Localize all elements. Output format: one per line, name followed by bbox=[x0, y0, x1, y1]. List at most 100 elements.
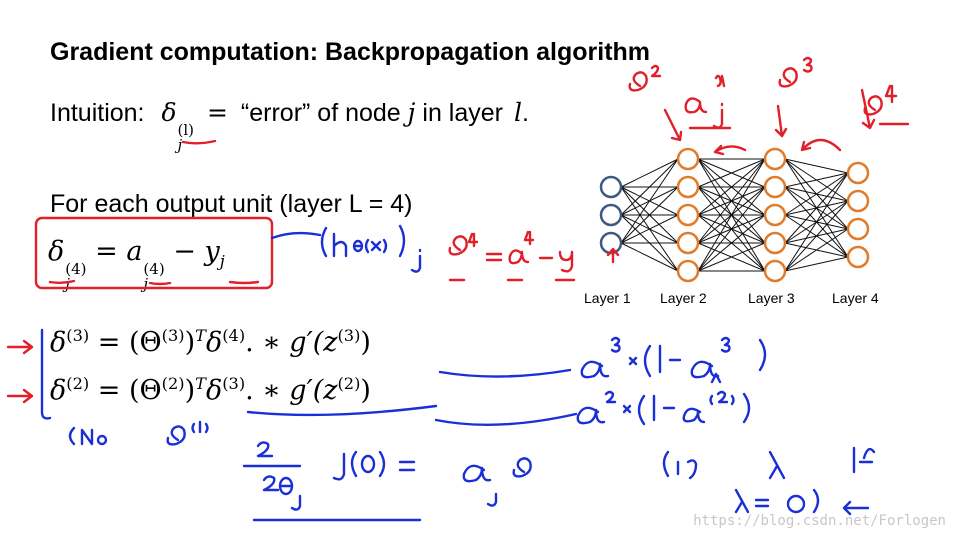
delta-symbol: δ bbox=[161, 98, 177, 127]
blue-a-l bbox=[462, 464, 492, 483]
blue-theta bbox=[352, 239, 364, 253]
network-node-layer-2 bbox=[676, 259, 700, 283]
red-underline-delta bbox=[181, 139, 217, 145]
blue-link-line-2 bbox=[438, 368, 572, 378]
blue-ignore-text bbox=[662, 450, 698, 480]
network-edge bbox=[620, 158, 679, 244]
layer-label-2: Layer 2 bbox=[660, 290, 707, 306]
network-edge bbox=[697, 186, 766, 272]
eq2-paren: ) bbox=[184, 327, 196, 358]
red-ink bbox=[6, 56, 910, 404]
network-node-layer-4 bbox=[846, 161, 870, 185]
blue-superscript-1 bbox=[191, 420, 209, 434]
blue-paren-close bbox=[398, 224, 406, 258]
blue-sup-2b bbox=[709, 390, 735, 406]
network-edge bbox=[620, 158, 679, 216]
error-quote: “error” bbox=[240, 99, 311, 127]
equation-delta-2: δ(2) = (Θ(2))Tδ(3). ∗ g′(z(2)) bbox=[50, 374, 371, 406]
red-sup-4b bbox=[523, 230, 535, 246]
blue-link-line bbox=[270, 231, 322, 240]
blue-bracket bbox=[40, 328, 52, 420]
network-node-layer-1 bbox=[599, 203, 623, 227]
red-delta-eq bbox=[448, 235, 468, 256]
network-node-layer-3 bbox=[763, 147, 787, 171]
network-node-layer-4 bbox=[846, 217, 870, 241]
network-edge bbox=[784, 228, 849, 272]
blue-1-minus bbox=[643, 344, 682, 378]
blue-zero bbox=[786, 494, 806, 514]
eq1-y: y bbox=[204, 236, 220, 267]
red-y bbox=[558, 250, 574, 273]
eq3-sup4: (3) bbox=[222, 374, 246, 393]
blue-paren-close-a3 bbox=[758, 338, 767, 372]
eq2-transpose: T bbox=[195, 326, 206, 345]
eq2-sup1: (3) bbox=[66, 326, 90, 345]
network-node-layer-2 bbox=[676, 203, 700, 227]
eq2-sup2: (3) bbox=[161, 326, 185, 345]
eq2-theta: = (Θ bbox=[89, 327, 162, 358]
slide-title: Gradient computation: Backpropagation al… bbox=[50, 38, 651, 66]
eq1-delta: δ bbox=[48, 236, 65, 267]
network-node-layer-3 bbox=[763, 231, 787, 255]
eq2-sup4: (4) bbox=[222, 326, 246, 345]
eq3-paren: ) bbox=[184, 375, 196, 406]
red-a-letter bbox=[684, 97, 708, 114]
eq1-a: a bbox=[126, 236, 143, 267]
eq3-delta: δ bbox=[50, 375, 67, 406]
eq3-transpose: T bbox=[195, 374, 206, 393]
for-each-output-text: For each output unit (layer L = 4) bbox=[50, 190, 413, 218]
blue-1-minus-2 bbox=[637, 394, 676, 426]
blue-arrow-left bbox=[842, 500, 870, 516]
blue-paren-close-final bbox=[812, 488, 820, 514]
delta-superscript: (l) bbox=[177, 121, 195, 139]
blue-sub-ij bbox=[290, 494, 302, 511]
eq3-sup5: (2) bbox=[337, 374, 361, 393]
network-edge bbox=[620, 186, 679, 244]
red-sup-4a bbox=[467, 232, 479, 248]
eq3-sup1: (2) bbox=[66, 374, 90, 393]
eq2-delta-next: δ bbox=[205, 327, 223, 358]
eq3-elementwise: . ∗ bbox=[245, 375, 290, 406]
red-arrow-eq3 bbox=[6, 388, 34, 404]
network-nodes bbox=[599, 147, 870, 283]
blue-sub-j bbox=[486, 492, 498, 507]
network-edge bbox=[784, 172, 849, 244]
blue-subscript-j bbox=[410, 248, 422, 273]
eq2-close: ) bbox=[360, 327, 371, 358]
red-box-output-equation bbox=[34, 216, 274, 290]
blue-equals-2 bbox=[398, 460, 416, 472]
red-arrow-layer3 bbox=[774, 104, 788, 138]
watermark: https://blog.csdn.net/Forlogen bbox=[693, 513, 946, 529]
blue-times bbox=[628, 356, 638, 366]
blue-x-paren bbox=[364, 238, 388, 254]
network-edge bbox=[784, 172, 849, 216]
blue-delta-i bbox=[512, 457, 532, 478]
red-curve-arrow-2 bbox=[800, 138, 842, 152]
eq1-y-sub: j bbox=[219, 251, 225, 271]
blue-paren-close-a2 bbox=[742, 392, 751, 424]
blue-a2 bbox=[576, 406, 606, 425]
red-superscript-4 bbox=[884, 84, 898, 104]
intuition-label: Intuition: bbox=[50, 99, 145, 127]
blue-link-line-3 bbox=[434, 412, 578, 426]
layer-l: l bbox=[513, 98, 522, 127]
eq1-delta-indices: (4)j bbox=[65, 262, 86, 292]
red-arrow-input-layer bbox=[606, 247, 620, 264]
network-edge bbox=[784, 172, 849, 188]
blue-lambda bbox=[768, 450, 786, 480]
eq3-gprime: g′(z bbox=[289, 375, 338, 406]
eq1-delta-sup: (4) bbox=[65, 260, 87, 278]
blue-sup-3a bbox=[610, 336, 621, 353]
network-edge bbox=[620, 214, 679, 244]
blue-partial-bottom bbox=[262, 475, 280, 492]
eq2-sup5: (3) bbox=[337, 326, 361, 345]
eq1-delta-sub: j bbox=[65, 275, 70, 293]
blue-theta-ij bbox=[278, 476, 294, 496]
layer-label-1: Layer 1 bbox=[584, 290, 631, 306]
red-curve-arrow-1 bbox=[713, 144, 747, 156]
blue-partial-top bbox=[256, 441, 274, 458]
eq1-a-indices: (4)j bbox=[143, 262, 164, 292]
red-delta-2 bbox=[628, 71, 648, 92]
